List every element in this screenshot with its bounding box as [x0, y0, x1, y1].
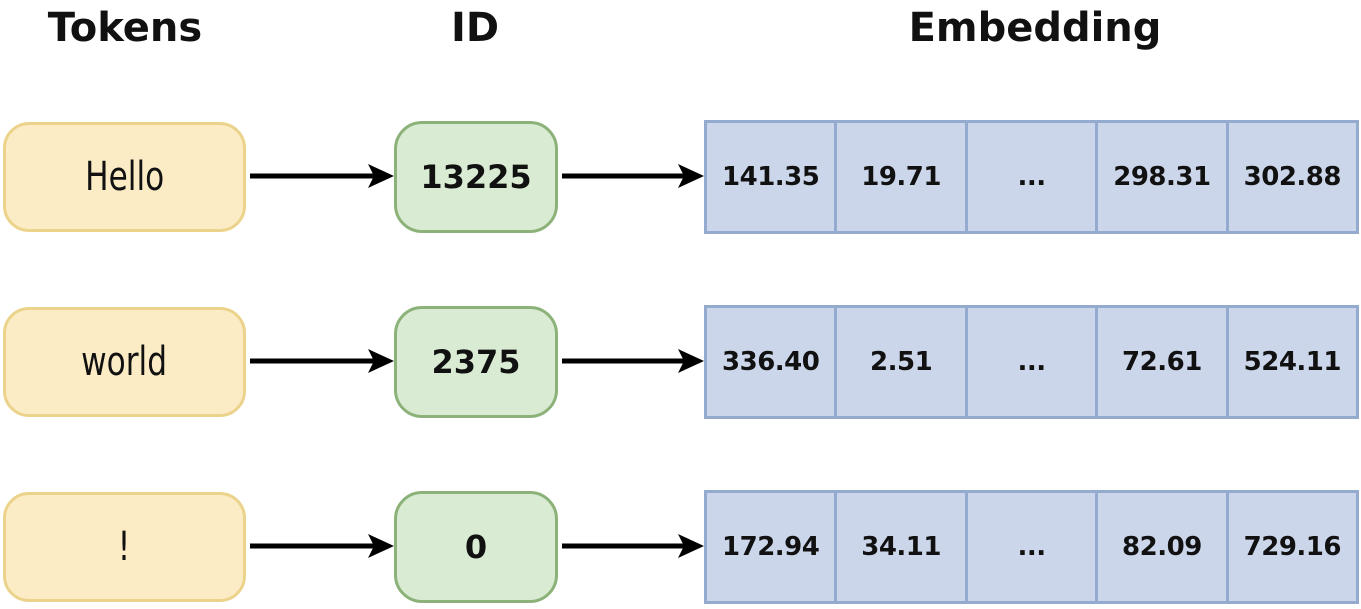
id-box: 2375	[394, 306, 558, 418]
embedding-vector: 141.35 19.71 ... 298.31 302.88	[704, 120, 1359, 234]
embedding-vector: 172.94 34.11 ... 82.09 729.16	[704, 490, 1359, 604]
tokens-column-header: Tokens	[47, 5, 203, 51]
embedding-cell: 72.61	[1098, 308, 1229, 416]
token-label: !	[118, 524, 131, 570]
embedding-cell: 336.40	[707, 308, 838, 416]
token-row-2: world 2375 336.40 2.51 ... 72.61 524.11	[0, 305, 1361, 423]
token-to-id-arrow	[250, 164, 394, 188]
embedding-cell: 19.71	[837, 123, 968, 231]
token-label: world	[81, 339, 168, 385]
token-label: Hello	[84, 154, 165, 200]
token-row-3: ! 0 172.94 34.11 ... 82.09 729.16	[0, 490, 1361, 608]
embedding-column-header: Embedding	[908, 5, 1162, 51]
token-box: !	[3, 492, 246, 602]
id-to-embedding-arrow	[562, 534, 704, 558]
embedding-cell: 141.35	[707, 123, 838, 231]
token-to-id-arrow	[250, 349, 394, 373]
token-row-1: Hello 13225 141.35 19.71 ... 298.31 302.…	[0, 120, 1361, 238]
id-box: 13225	[394, 121, 558, 233]
id-to-embedding-arrow	[562, 349, 704, 373]
embedding-cell: 172.94	[707, 493, 838, 601]
embedding-cell: 2.51	[837, 308, 968, 416]
embedding-ellipsis-cell: ...	[968, 123, 1099, 231]
embedding-cell: 729.16	[1243, 532, 1342, 562]
token-box: Hello	[3, 122, 246, 232]
id-column-header: ID	[450, 5, 500, 51]
embedding-cell: 298.31	[1098, 123, 1229, 231]
embedding-cell: 302.88	[1243, 162, 1342, 192]
embedding-cell: 524.11	[1243, 347, 1342, 377]
id-to-embedding-arrow	[562, 164, 704, 188]
embedding-cell: 82.09	[1098, 493, 1229, 601]
embedding-vector: 336.40 2.51 ... 72.61 524.11	[704, 305, 1359, 419]
embedding-ellipsis-cell: ...	[968, 493, 1099, 601]
id-box: 0	[394, 491, 558, 603]
token-box: world	[3, 307, 246, 417]
embedding-cell: 34.11	[837, 493, 968, 601]
embedding-ellipsis-cell: ...	[968, 308, 1099, 416]
token-to-id-arrow	[250, 534, 394, 558]
